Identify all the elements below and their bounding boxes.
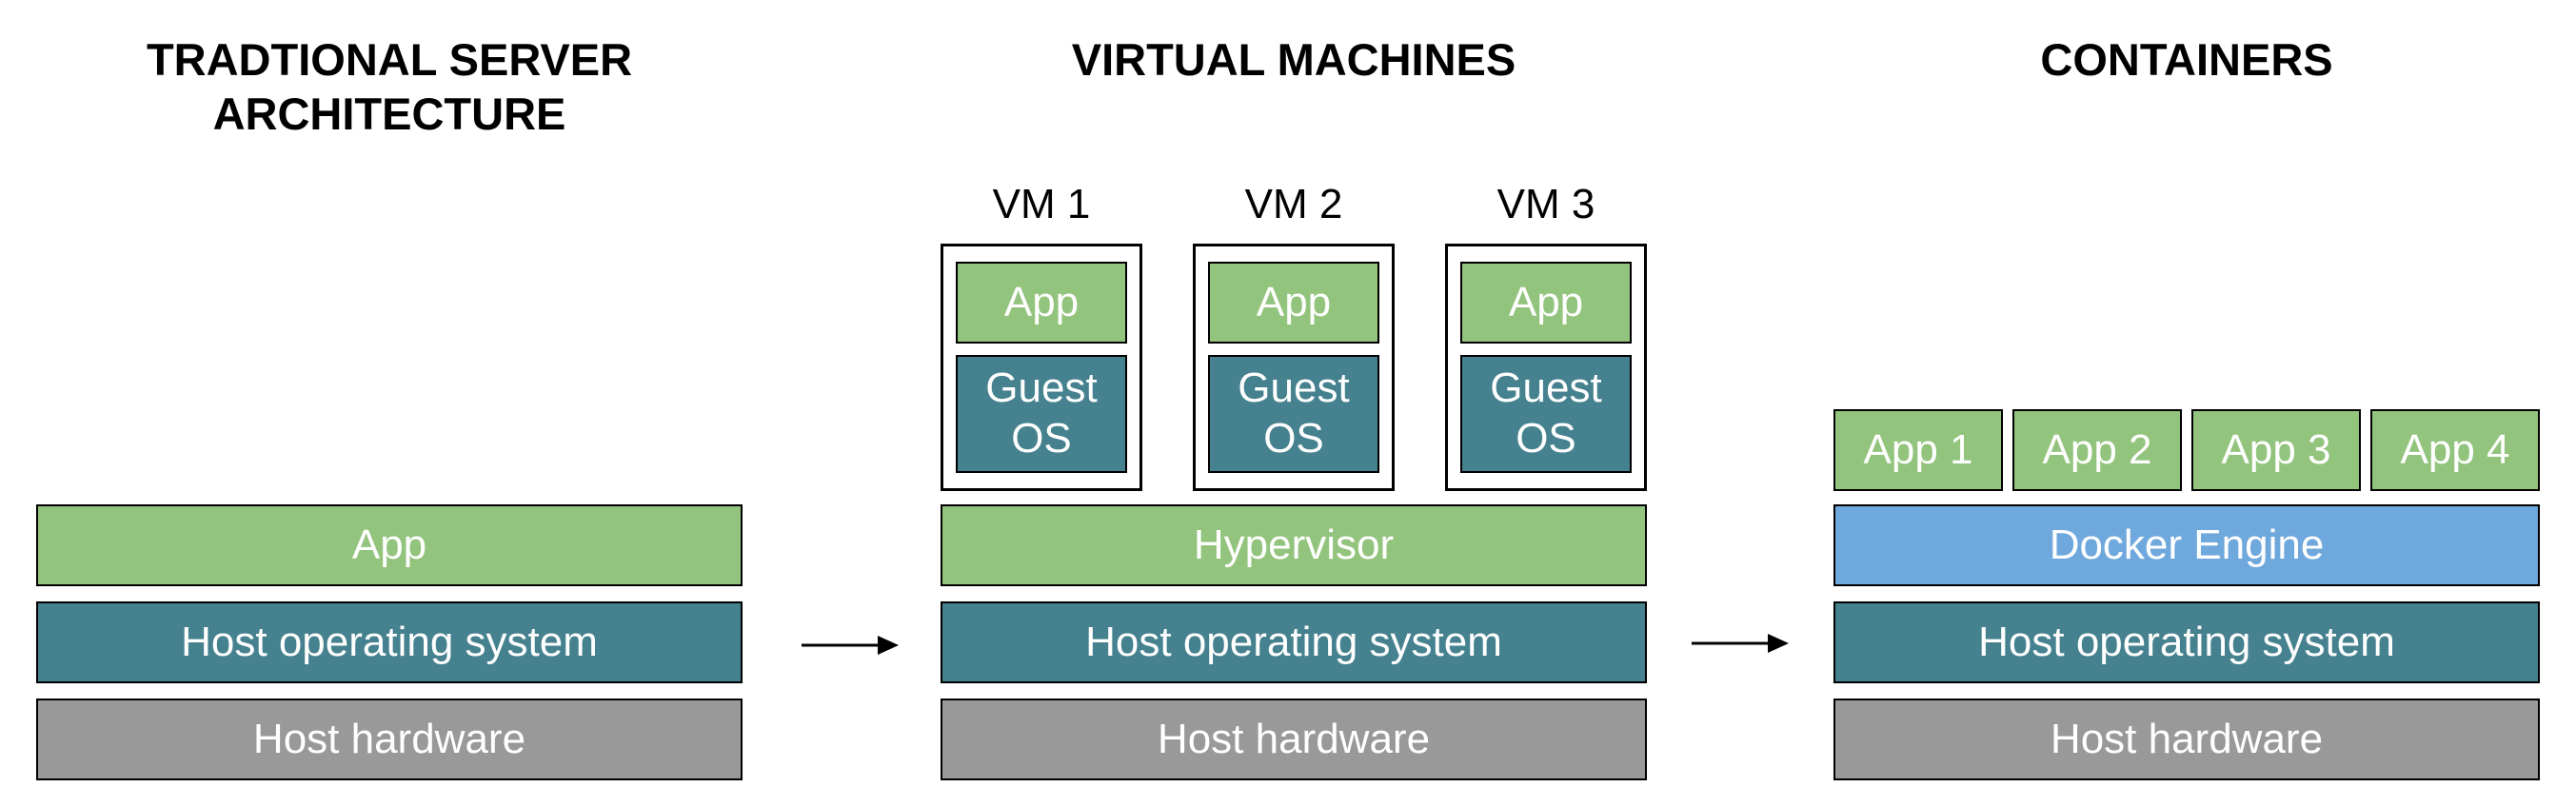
vm2-guest-os: Guest OS xyxy=(1208,355,1379,473)
hypervisor-layer: Hypervisor xyxy=(941,504,1647,586)
containers-title: CONTAINERS xyxy=(2040,34,2333,85)
container-app-4: App 4 xyxy=(2370,409,2540,491)
container-app-2: App 2 xyxy=(2012,409,2182,491)
traditional-app-layer: App xyxy=(36,504,743,586)
vm-host-os-layer: Host operating system xyxy=(941,601,1647,683)
docker-engine-layer: Docker Engine xyxy=(1833,504,2540,586)
vm-host-hardware-layer: Host hardware xyxy=(941,699,1647,780)
traditional-host-hardware-layer: Host hardware xyxy=(36,699,743,780)
vm3-guest-os: Guest OS xyxy=(1460,355,1632,473)
virtual-machines-title: VIRTUAL MACHINES xyxy=(1071,34,1516,85)
arrow-right-icon xyxy=(1692,634,1789,653)
containers-host-os-layer: Host operating system xyxy=(1833,601,2540,683)
traditional-title: TRADTIONAL SERVER ARCHITECTURE xyxy=(146,34,633,139)
vm3-label: VM 3 xyxy=(1496,181,1595,227)
container-app-3: App 3 xyxy=(2191,409,2361,491)
vm1-app: App xyxy=(956,262,1127,344)
vm3-app: App xyxy=(1460,262,1632,344)
arrow-right-icon xyxy=(802,636,899,655)
traditional-host-os-layer: Host operating system xyxy=(36,601,743,683)
vm2-app: App xyxy=(1208,262,1379,344)
containers-host-hardware-layer: Host hardware xyxy=(1833,699,2540,780)
container-app-1: App 1 xyxy=(1833,409,2003,491)
vm1-label: VM 1 xyxy=(992,181,1091,227)
vm2-label: VM 2 xyxy=(1244,181,1343,227)
vm1-guest-os: Guest OS xyxy=(956,355,1127,473)
